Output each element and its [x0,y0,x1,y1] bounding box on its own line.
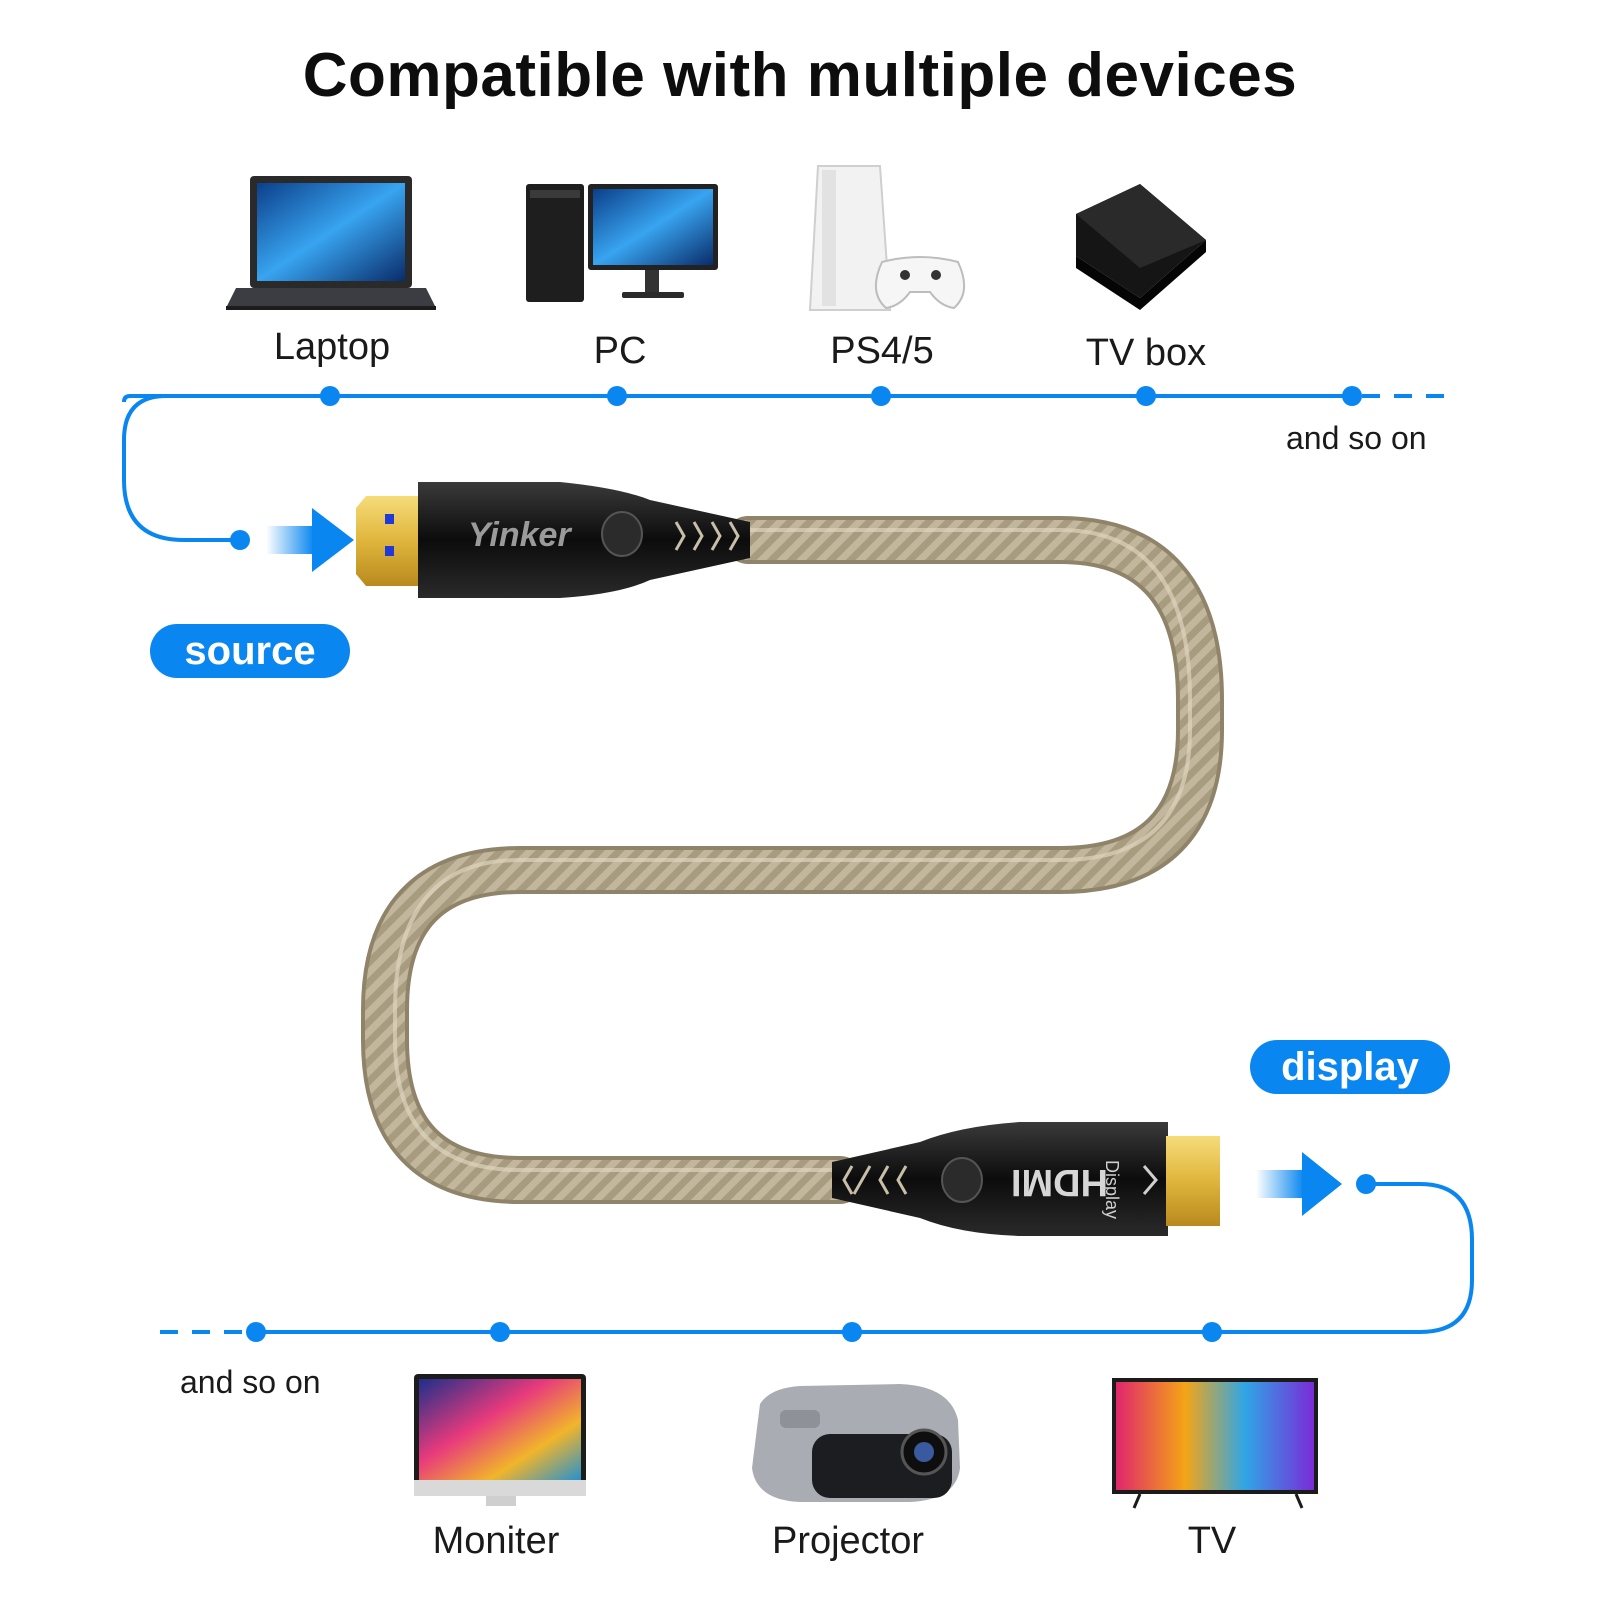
display-curve-line [256,1182,1474,1334]
device-label-projector: Projector [771,1520,925,1562]
device-label-laptop: Laptop [273,326,391,368]
plug-display-text: Display [1102,1160,1122,1219]
plug-hdmi-text: HDMI [1011,1161,1108,1203]
plug-brand-text: Yinker [468,516,572,554]
device-label-monitor: Moniter [432,1520,560,1562]
display-and-so-on: and so on [180,1364,321,1400]
source-connector-line [122,394,1360,403]
device-label-tv: TV [1187,1520,1237,1562]
display-timeline-dots [246,1174,1376,1342]
game-console-icon [808,165,965,311]
display-badge: display [1250,1040,1450,1094]
source-timeline-dots [230,386,1362,550]
tv-box-icon [1076,184,1206,310]
page-title: Compatible with multiple devices [302,41,1298,110]
projector-icon [752,1384,960,1502]
television-icon [1112,1378,1318,1509]
monitor-icon [414,1374,586,1506]
source-hdmi-plug: Yinker [356,482,750,598]
device-label-pc: PC [593,330,647,372]
device-label-ps45: PS4/5 [830,330,934,372]
source-curve-line [122,394,330,542]
source-arrow-icon [266,508,354,572]
display-arrow-icon [1256,1152,1342,1216]
source-and-so-on: and so on [1286,420,1427,456]
display-hdmi-plug: HDMI Display [832,1122,1220,1236]
source-badge: source [150,624,350,678]
laptop-icon [226,176,436,310]
desktop-pc-icon [526,184,718,302]
device-label-tv-box: TV box [1085,332,1207,374]
